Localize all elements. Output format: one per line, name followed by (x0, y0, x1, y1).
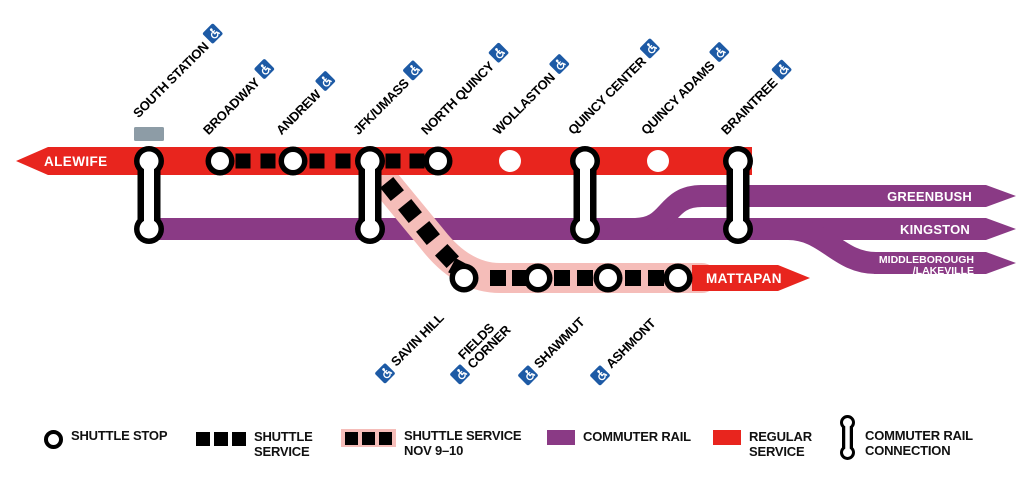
legend-label-line1: SHUTTLE (254, 429, 313, 444)
commuter-rail-swatch (547, 430, 575, 445)
legend-label-line2: CONNECTION (865, 443, 951, 458)
legend-label-line2: SERVICE (254, 444, 310, 459)
andrew-stop (278, 146, 308, 176)
ashmont-stop (663, 263, 693, 293)
kingston-label: KINGSTON (900, 222, 970, 237)
quincy-center-connection (570, 146, 600, 244)
middleborough-line (874, 252, 1016, 274)
greenbush-label: GREENBUSH (887, 189, 972, 204)
jfk-umass-connection (355, 146, 385, 244)
shuttle-dash-icon (196, 432, 246, 446)
legend-label: COMMUTER RAIL (583, 429, 691, 444)
legend-label-line2: SERVICE (749, 444, 805, 459)
broadway-stop (205, 146, 235, 176)
south-station-connection (134, 146, 164, 244)
middleborough-curve (787, 218, 877, 274)
legend-label-line1: REGULAR (749, 429, 812, 444)
regular-service-swatch (713, 430, 741, 445)
legend-label-line1: SHUTTLE SERVICE (404, 428, 522, 443)
legend-commuter-rail: COMMUTER RAIL (547, 429, 691, 445)
mattapan-label: MATTAPAN (706, 271, 782, 286)
savin-hill-stop (449, 263, 479, 293)
commuter-rail-connections (134, 146, 753, 244)
shuttle-stop-circles (205, 146, 693, 293)
shuttle-stop-icon (44, 430, 63, 449)
quincy-adams-dot (647, 150, 669, 172)
middleborough-label-line2: /LAKEVILLE (913, 265, 974, 277)
wollaston-dot (499, 150, 521, 172)
legend-commuter-rail-connection: COMMUTER RAIL CONNECTION (838, 414, 973, 461)
legend-regular-service: REGULAR SERVICE (713, 429, 812, 459)
legend-shuttle-stop: SHUTTLE STOP (44, 428, 168, 449)
shawmut-stop (593, 263, 623, 293)
greenbush-curve (633, 185, 703, 240)
connection-pill-icon (838, 414, 857, 461)
legend-shuttle-service-nov: SHUTTLE SERVICE NOV 9–10 (341, 428, 522, 458)
fields-corner-stop (523, 263, 553, 293)
legend-label-line1: COMMUTER RAIL (865, 428, 973, 443)
legend-label-line2: NOV 9–10 (404, 443, 464, 458)
legend-label: SHUTTLE STOP (71, 428, 168, 443)
north-quincy-stop (423, 146, 453, 176)
shuttle-nov-dash-icon (341, 429, 396, 447)
legend-shuttle-service: SHUTTLE SERVICE (196, 429, 313, 459)
greenbush-line (700, 185, 1016, 207)
shuttle-dashes-red-line (235, 153, 425, 169)
mattapan-band (692, 265, 810, 291)
south-station-closed-marker (134, 127, 164, 141)
middleborough-label-line1: MIDDLEBOROUGH (879, 254, 974, 266)
alewife-label: ALEWIFE (44, 154, 108, 169)
braintree-connection (723, 146, 753, 244)
